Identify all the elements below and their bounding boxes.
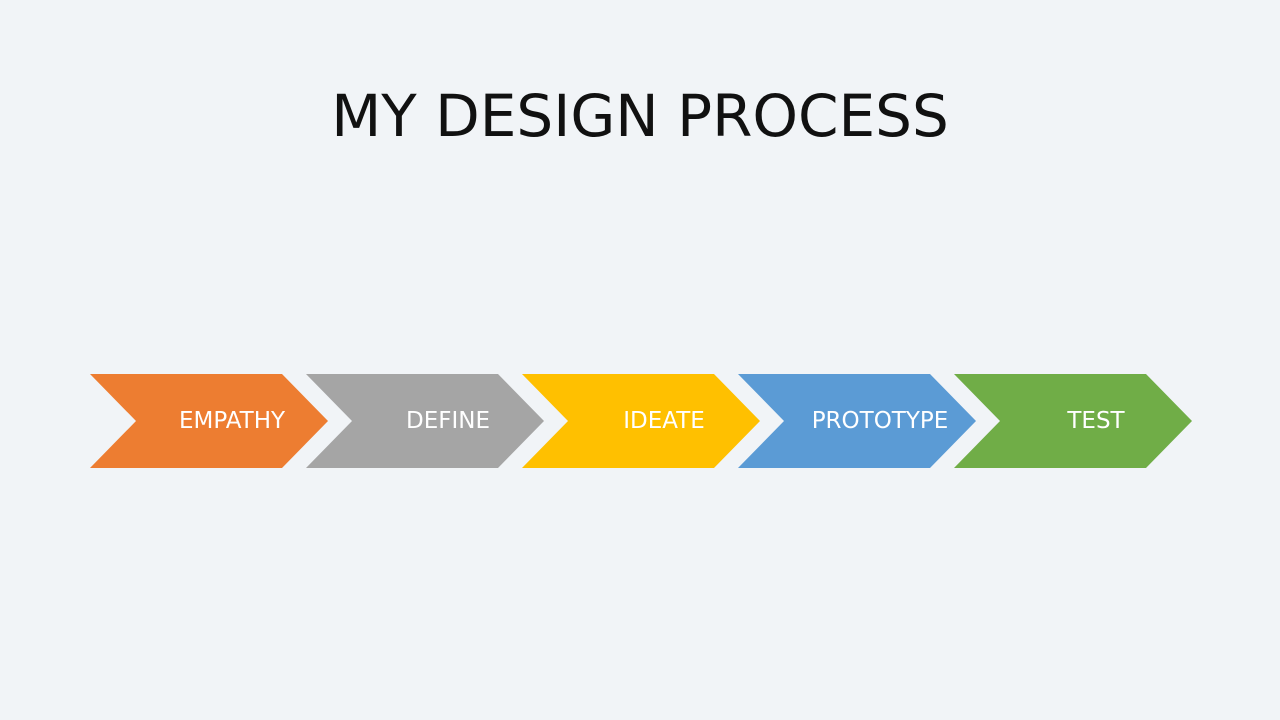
chevron-step-1: EMPATHY [90, 374, 328, 468]
chevron-step-4: PROTOTYPE [738, 374, 976, 468]
chevron-shape [738, 374, 976, 468]
chevron-label: IDEATE [623, 408, 705, 434]
chevron-label: PROTOTYPE [812, 408, 949, 434]
slide-title: MY DESIGN PROCESS [331, 82, 949, 150]
chevron-shape [954, 374, 1192, 468]
chevron-step-5: TEST [954, 374, 1192, 468]
chevron-shape [90, 374, 328, 468]
chevron-label: DEFINE [406, 408, 490, 434]
chevron-step-3: IDEATE [522, 374, 760, 468]
chevron-shape [306, 374, 544, 468]
chevron-label: TEST [1066, 408, 1125, 434]
chevron-step-2: DEFINE [306, 374, 544, 468]
chevron-label: EMPATHY [179, 408, 286, 434]
chevron-shape [522, 374, 760, 468]
